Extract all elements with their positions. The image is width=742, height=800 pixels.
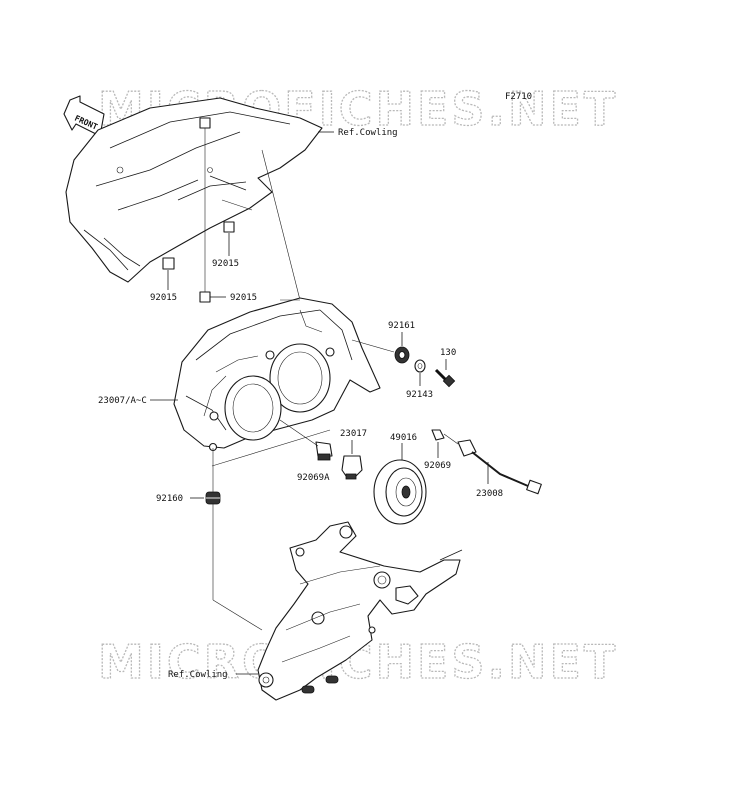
headlight-lens-right [269, 343, 331, 413]
cap-49016 [373, 459, 427, 525]
label-92143: 92143 [406, 390, 433, 400]
clip-92015-left [162, 257, 175, 270]
clip-92015-bottom [199, 291, 211, 303]
grommet-92160 [205, 491, 221, 505]
headlight-bracket [257, 521, 463, 701]
socket-23008 [457, 439, 542, 495]
label-92015-a: 92015 [212, 259, 239, 269]
bulb-92069 [431, 429, 445, 441]
label-92160: 92160 [156, 494, 183, 504]
label-92015-c: 92015 [230, 293, 257, 303]
label-130: 130 [440, 348, 456, 358]
label-49016: 49016 [390, 433, 417, 443]
socket-23017 [341, 455, 363, 480]
collar-92143 [414, 359, 426, 373]
clip-92015-top [199, 117, 211, 129]
label-23007: 23007/A~C [98, 396, 147, 406]
label-23017: 23017 [340, 429, 367, 439]
diagram-code: F2710 [505, 92, 532, 102]
headlight-lens-left [224, 375, 282, 441]
label-ref-cowling-bottom: Ref.Cowling [168, 670, 228, 680]
label-92015-b: 92015 [150, 293, 177, 303]
label-92161: 92161 [388, 321, 415, 331]
label-ref-cowling-top: Ref.Cowling [338, 128, 398, 138]
label-23008: 23008 [476, 489, 503, 499]
label-92069A: 92069A [297, 473, 330, 483]
bolt-130 [434, 368, 456, 388]
upper-cowling [65, 97, 323, 283]
headlight-assembly [173, 297, 381, 452]
bulb-92069A [315, 441, 333, 461]
label-92069: 92069 [424, 461, 451, 471]
grommet-92161 [394, 346, 410, 364]
clip-92015-right [223, 221, 235, 233]
